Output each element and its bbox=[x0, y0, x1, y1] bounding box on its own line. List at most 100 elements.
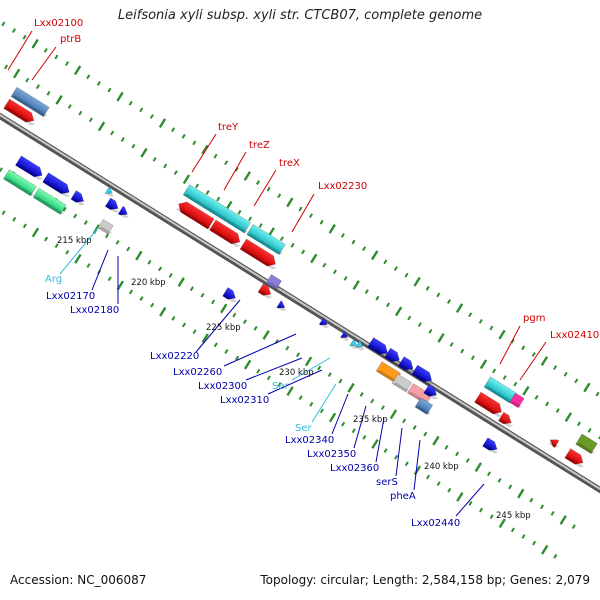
tick-mark bbox=[436, 481, 441, 487]
connector-line bbox=[191, 133, 217, 173]
tick-mark bbox=[35, 84, 40, 90]
tick-mark bbox=[425, 285, 430, 291]
feature-label: Lxx02360 bbox=[330, 463, 379, 474]
tick-mark bbox=[104, 233, 110, 239]
feature-red-arrow bbox=[547, 439, 560, 448]
tick-mark bbox=[116, 91, 124, 102]
connector-line bbox=[223, 333, 297, 367]
feature-labels: Lxx02100ptrBtreYtreZtreXLxx02230pgmLxx02… bbox=[34, 18, 599, 529]
scale-label: 240 kbp bbox=[424, 462, 459, 472]
feature-olive bbox=[575, 433, 598, 455]
connector-line bbox=[331, 393, 349, 435]
feature-label: Lxx02230 bbox=[318, 181, 367, 192]
feature-Ser-1 bbox=[349, 338, 359, 349]
tick-mark bbox=[532, 540, 537, 546]
feature-label: Arg bbox=[45, 274, 62, 285]
feature-treY bbox=[182, 184, 252, 234]
tick-mark bbox=[338, 378, 343, 384]
tick-mark bbox=[322, 262, 327, 268]
tick-mark bbox=[173, 170, 178, 176]
label-connectors bbox=[7, 30, 547, 517]
feature-pgm-magenta bbox=[509, 392, 525, 409]
feature-blue-3 bbox=[70, 190, 86, 206]
feature-label: pgm bbox=[523, 313, 545, 324]
tick-mark bbox=[237, 209, 242, 215]
tick-mark bbox=[413, 276, 421, 287]
tick-mark bbox=[126, 246, 131, 252]
connector-line bbox=[91, 249, 109, 291]
tick-mark bbox=[213, 153, 218, 159]
tick-mark bbox=[455, 303, 464, 314]
tick-mark bbox=[383, 259, 388, 265]
tick-mark bbox=[534, 394, 539, 400]
tick-mark bbox=[521, 534, 526, 539]
tick-mark bbox=[83, 220, 88, 225]
tick-mark bbox=[513, 381, 518, 387]
tick-mark bbox=[258, 223, 263, 228]
scale-label: 215 kbp bbox=[57, 236, 92, 246]
tick-mark bbox=[553, 553, 558, 559]
tick-mark bbox=[11, 28, 16, 33]
connector-line bbox=[267, 369, 323, 395]
tick-mark bbox=[74, 254, 82, 264]
feature-label: treY bbox=[218, 122, 239, 133]
tick-mark bbox=[277, 382, 282, 387]
tick-mark bbox=[417, 322, 422, 328]
connector-line bbox=[499, 325, 521, 365]
tick-mark bbox=[449, 342, 454, 347]
tick-mark bbox=[116, 280, 124, 291]
tick-mark bbox=[394, 454, 399, 460]
tick-mark bbox=[470, 355, 475, 361]
feature-ptrB bbox=[10, 86, 50, 118]
tick-mark bbox=[192, 329, 197, 334]
tick-mark bbox=[31, 227, 40, 238]
tick-mark bbox=[327, 372, 332, 377]
feature-label: treZ bbox=[249, 140, 270, 151]
feature-Lxx02180 bbox=[97, 218, 114, 235]
scale-label: 245 kbp bbox=[496, 511, 531, 521]
tick-mark bbox=[255, 180, 260, 185]
feature-label: pheA bbox=[390, 491, 416, 502]
tick-mark bbox=[149, 114, 154, 119]
tick-mark bbox=[529, 497, 534, 503]
tick-mark bbox=[97, 121, 106, 132]
tick-mark bbox=[286, 197, 294, 208]
tick-mark bbox=[195, 183, 200, 189]
feature-label: Ser bbox=[295, 423, 313, 434]
feature-Lxx02220 bbox=[222, 287, 237, 303]
tick-mark bbox=[319, 219, 324, 225]
connector-line bbox=[395, 427, 403, 477]
tick-mark bbox=[362, 434, 367, 440]
feature-Lxx02310 bbox=[339, 330, 350, 341]
connector-line bbox=[31, 46, 57, 81]
tick-mark bbox=[131, 143, 136, 149]
tick-mark bbox=[317, 365, 322, 371]
feature-treY-red bbox=[175, 201, 215, 230]
feature-Lxx02230 bbox=[257, 283, 273, 299]
tick-mark bbox=[351, 239, 356, 245]
tick-mark bbox=[393, 266, 398, 271]
tick-mark bbox=[46, 90, 51, 96]
feature-label: Lxx02300 bbox=[198, 381, 247, 392]
tick-mark bbox=[158, 118, 167, 128]
tick-mark bbox=[205, 190, 210, 195]
feature-red-end bbox=[564, 448, 585, 468]
tick-mark bbox=[563, 371, 568, 377]
feature-label: Lxx02440 bbox=[411, 518, 460, 529]
tick-mark bbox=[182, 174, 191, 185]
tick-mark bbox=[465, 458, 470, 463]
tick-mark bbox=[256, 368, 261, 374]
tick-mark bbox=[67, 104, 72, 109]
scale-label: 235 kbp bbox=[353, 415, 388, 425]
tick-mark bbox=[22, 223, 27, 229]
tick-mark bbox=[541, 544, 549, 555]
connector-line bbox=[223, 151, 247, 191]
feature-label: Lxx02410 bbox=[550, 330, 599, 341]
tick-mark bbox=[341, 421, 346, 427]
tick-mark bbox=[479, 359, 488, 370]
tick-mark bbox=[517, 488, 525, 499]
tick-mark bbox=[139, 296, 144, 301]
scale-label: 220 kbp bbox=[131, 278, 166, 288]
tick-mark bbox=[301, 249, 306, 255]
feature-treX bbox=[239, 238, 277, 270]
